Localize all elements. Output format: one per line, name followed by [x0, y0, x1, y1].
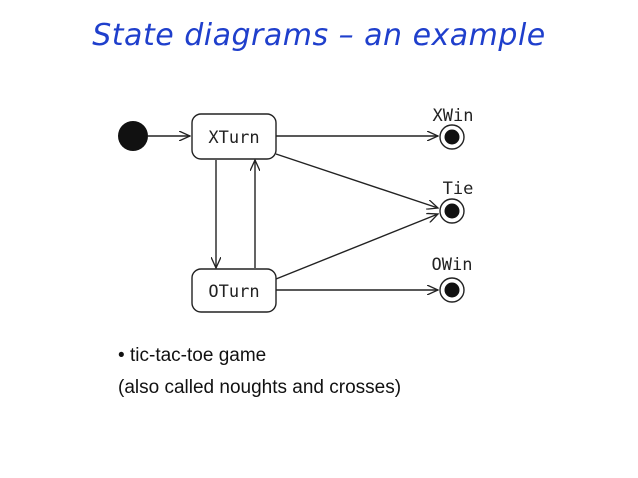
state-oturn: OTurn	[191, 268, 277, 313]
final-state-xwin-label: XWin	[433, 106, 474, 126]
final-state-tie-label: Tie	[443, 179, 474, 199]
slide-body: •tic-tac-toe game (also called noughts a…	[118, 340, 401, 404]
final-state-xwin	[439, 124, 465, 150]
bullet-text: tic-tac-toe game	[130, 345, 267, 366]
transition-oturn-to-tie	[275, 214, 438, 280]
body-note: (also called noughts and crosses)	[118, 377, 402, 398]
state-xturn: XTurn	[191, 113, 277, 160]
final-state-tie	[439, 198, 465, 224]
final-state-owin	[439, 277, 465, 303]
state-oturn-label: OTurn	[208, 282, 259, 302]
slide-title: State diagrams – an example	[92, 18, 546, 53]
bullet-item: •tic-tac-toe game	[118, 340, 401, 372]
final-state-owin-label: OWin	[432, 255, 473, 275]
state-xturn-label: XTurn	[208, 128, 259, 148]
transition-xturn-to-tie	[275, 153, 438, 208]
bullet-dot-icon: •	[118, 345, 125, 366]
initial-state-dot	[118, 121, 148, 151]
